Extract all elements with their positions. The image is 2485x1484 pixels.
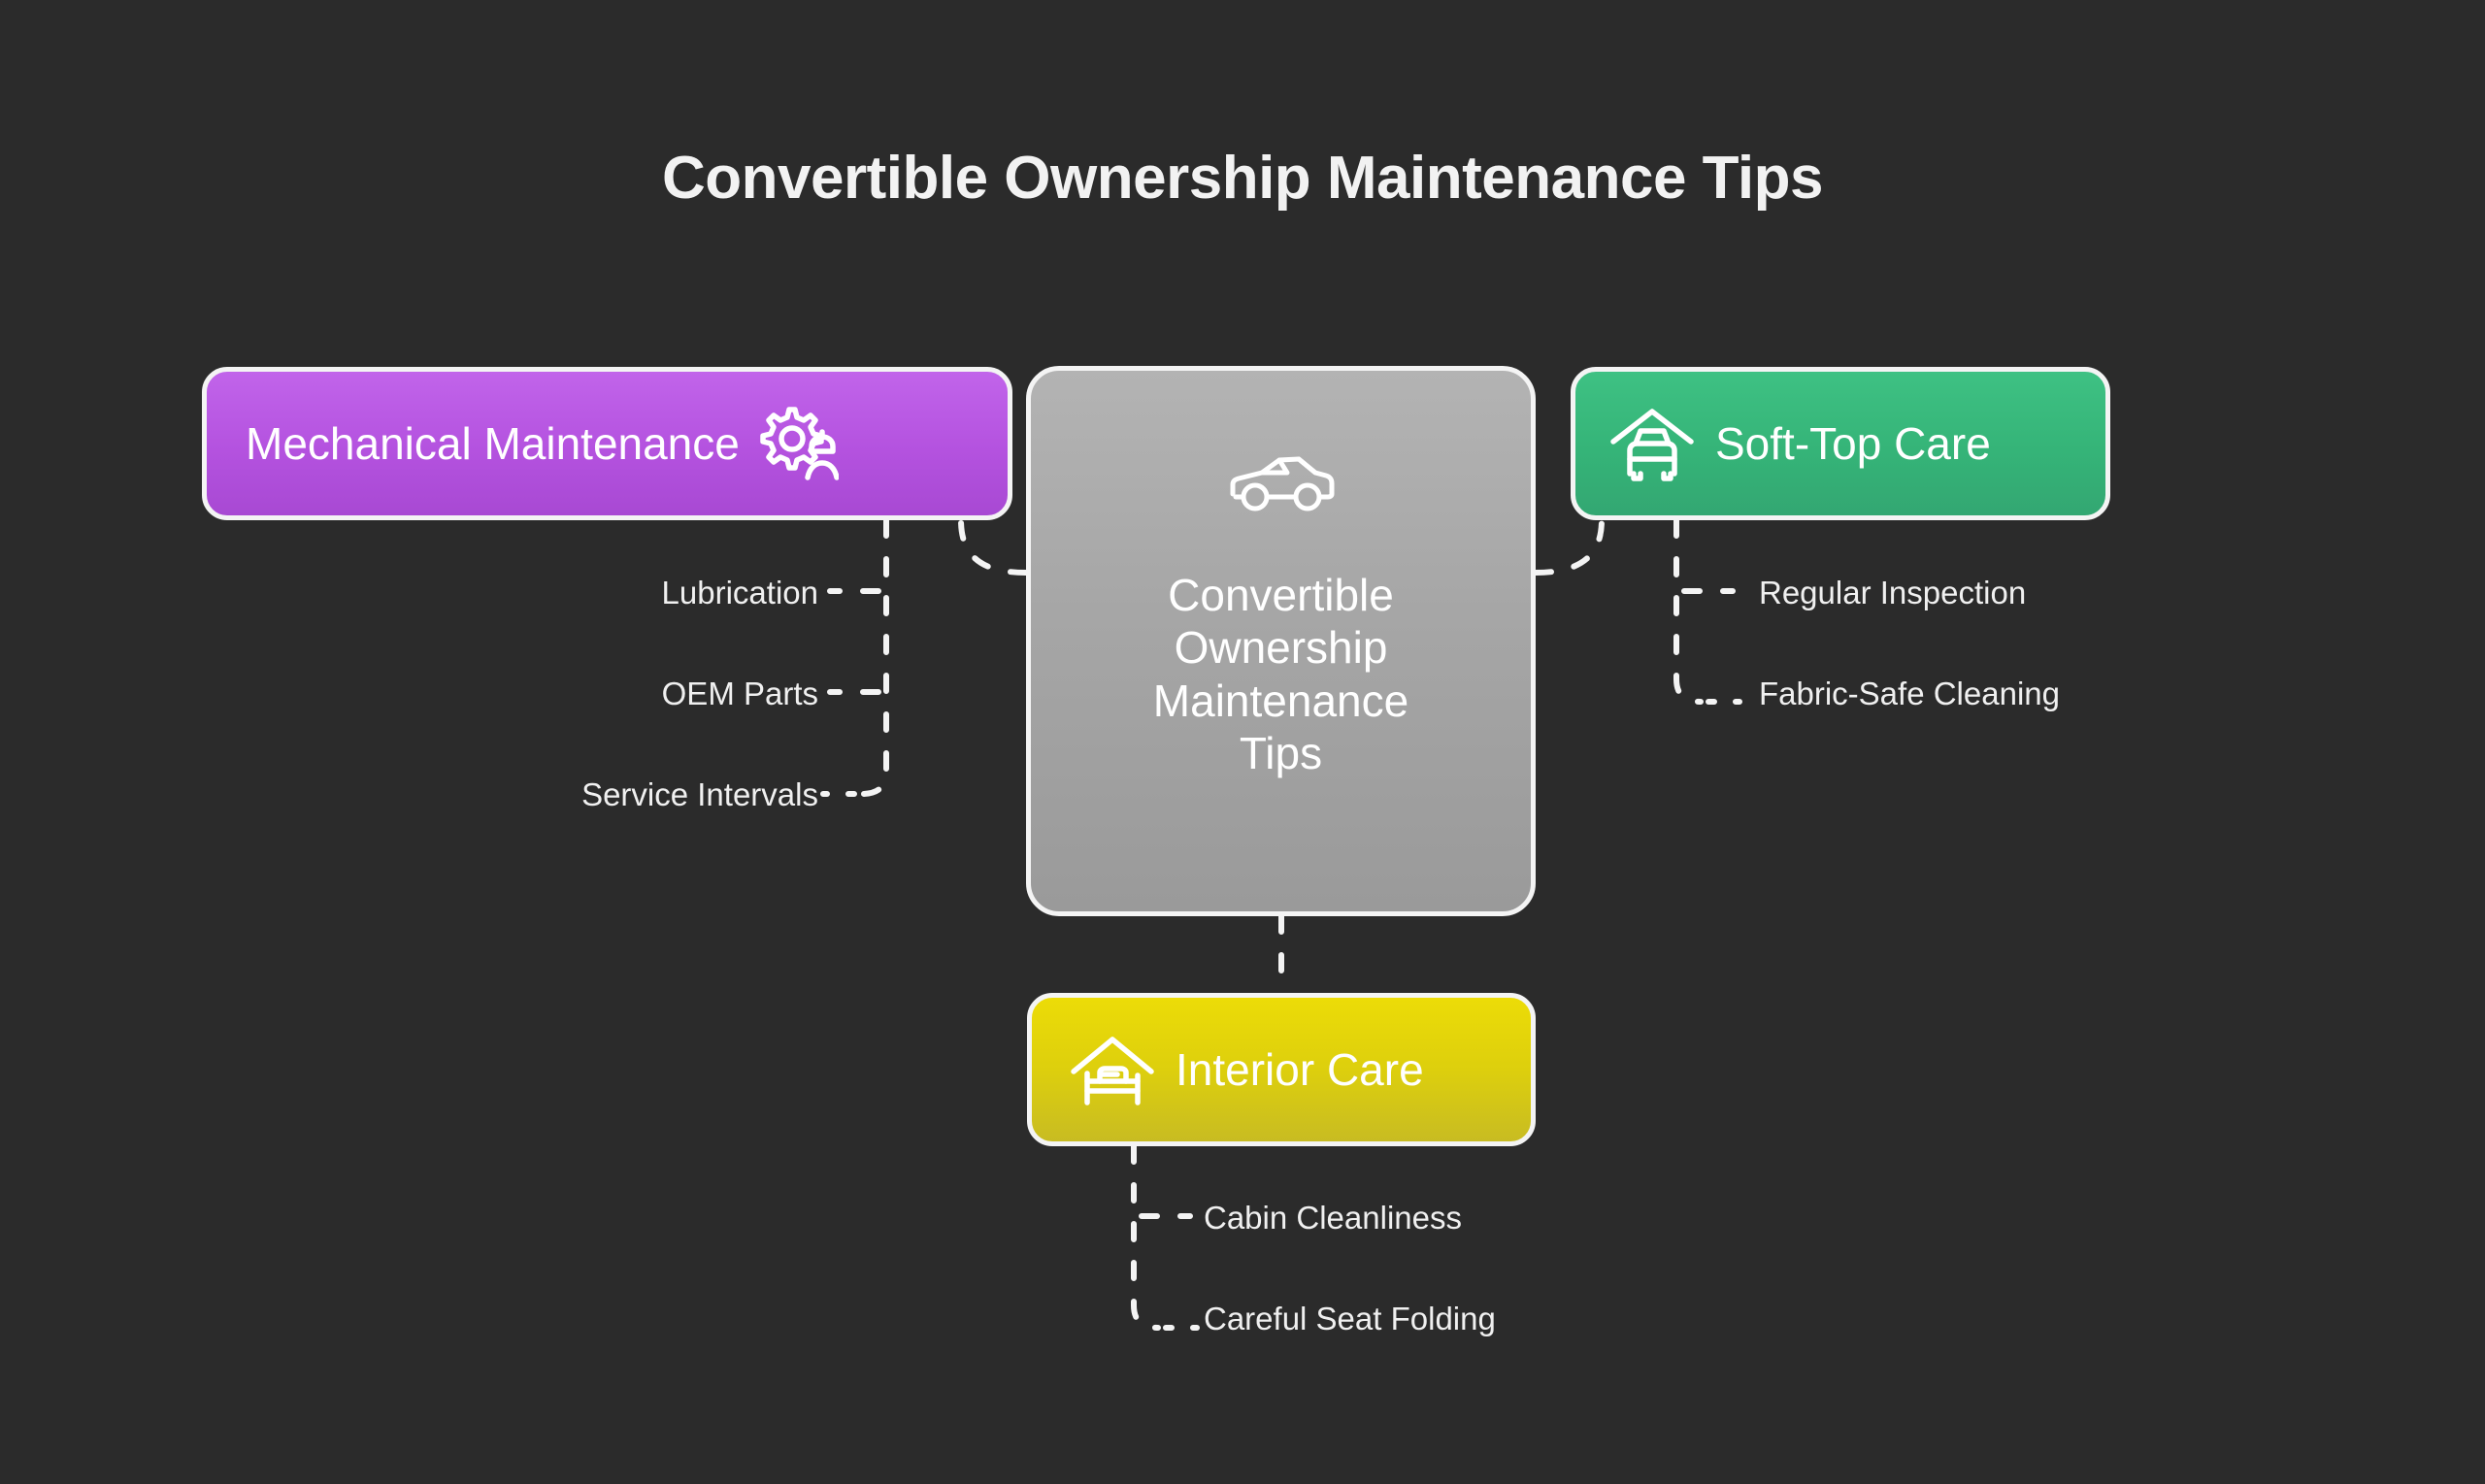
leaf-label-careful-seat-folding: Careful Seat Folding — [1204, 1301, 1496, 1336]
gear-mechanic-icon — [757, 403, 839, 484]
connector-central-to-mechanical — [958, 517, 1029, 576]
central-label-line: Ownership — [1174, 622, 1388, 674]
connector-interior-spine — [1131, 1143, 1161, 1331]
branch-node-mechanical[interactable]: Mechanical Maintenance — [202, 367, 1012, 520]
branch-label-soft-top: Soft-Top Care — [1715, 418, 1991, 469]
central-label-line: Tips — [1239, 727, 1323, 778]
leaf-label-lubrication: Lubrication — [661, 575, 818, 610]
connector-mechanical-spine — [859, 517, 889, 797]
leaf-label-service-intervals: Service Intervals — [581, 776, 818, 812]
branch-label-interior: Interior Care — [1176, 1044, 1424, 1095]
branch-label-mechanical: Mechanical Maintenance — [246, 418, 740, 469]
convertible-car-icon — [1223, 441, 1340, 518]
leaf-label-regular-inspection: Regular Inspection — [1759, 575, 2027, 610]
leaf-label-oem-parts: OEM Parts — [661, 676, 818, 711]
page-title: Convertible Ownership Maintenance Tips — [662, 145, 1824, 212]
bed-under-roof-icon — [1071, 1031, 1154, 1108]
central-node[interactable]: Convertible Ownership Maintenance Tips — [1026, 366, 1536, 916]
central-label-line: Maintenance — [1152, 675, 1409, 726]
branch-node-interior[interactable]: Interior Care — [1027, 993, 1536, 1146]
car-under-roof-icon — [1610, 405, 1694, 482]
leaf-label-fabric-safe-cleaning: Fabric-Safe Cleaning — [1759, 676, 2060, 711]
central-node-label: Convertible Ownership Maintenance Tips — [1031, 569, 1531, 779]
connector-central-to-softtop — [1533, 517, 1605, 576]
branch-node-soft-top[interactable]: Soft-Top Care — [1571, 367, 2110, 520]
leaf-label-cabin-cleanliness: Cabin Cleanliness — [1204, 1200, 1462, 1236]
central-label-line: Convertible — [1168, 570, 1394, 620]
connector-softtop-spine — [1673, 517, 1704, 705]
